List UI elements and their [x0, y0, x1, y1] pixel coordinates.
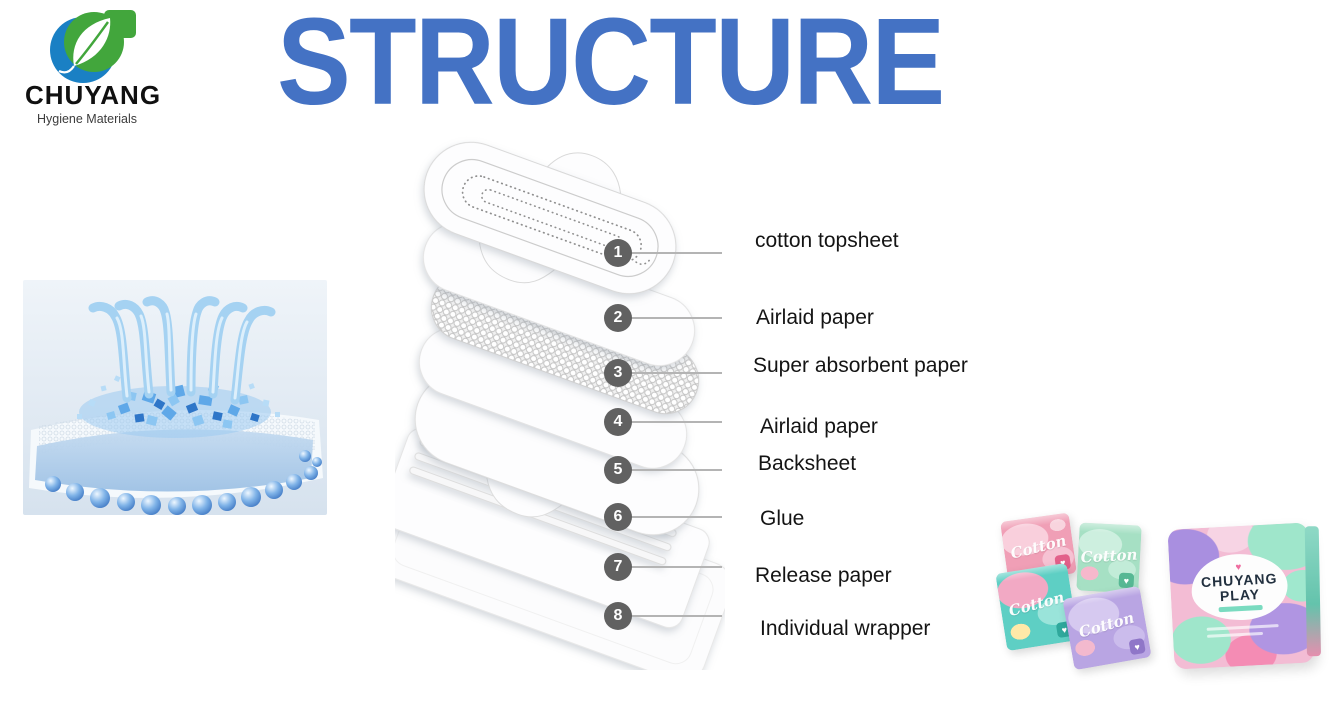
layer-badge-5: 5 — [604, 456, 632, 484]
layer-number: 7 — [613, 558, 623, 575]
layer-label-airlaid-paper-2: Airlaid paper — [760, 415, 878, 438]
pack-fold — [1079, 522, 1142, 535]
layer-number: 1 — [613, 244, 623, 261]
layer-label-individual-wrapper: Individual wrapper — [760, 617, 931, 640]
layer-badge-7: 7 — [604, 553, 632, 581]
liquid-streams — [88, 296, 276, 405]
layer-badge-8: 8 — [604, 602, 632, 630]
heart-icon: ♥ — [1128, 637, 1146, 656]
layer-number: 8 — [613, 607, 623, 624]
layer-number: 4 — [613, 413, 623, 430]
leader-line-5 — [620, 469, 722, 471]
pack-center-badge: ♥ CHUYANG PLAY — [1189, 551, 1290, 623]
pad-exploded-diagram — [395, 141, 725, 670]
layer-number: 3 — [613, 364, 623, 381]
brand-name: CHUYANG — [25, 80, 162, 110]
pack-fine-print — [1206, 624, 1280, 642]
layer-number: 2 — [613, 309, 623, 326]
leader-line-2 — [620, 317, 722, 319]
pack-side-gusset — [1304, 526, 1321, 657]
leader-line-3 — [620, 372, 722, 374]
leader-line-6 — [620, 516, 722, 518]
layer-badge-2: 2 — [604, 304, 632, 332]
chuyang-logo-icon — [50, 10, 136, 83]
product-pack-mint: Cotton ♥ — [1076, 522, 1142, 594]
leader-line-8 — [620, 615, 722, 617]
layer-label-cotton-topsheet: cotton topsheet — [755, 229, 899, 252]
brand-tagline: Hygiene Materials — [36, 112, 138, 126]
layer-badge-3: 3 — [604, 359, 632, 387]
product-pack-purple: Cotton ♥ — [1062, 585, 1152, 671]
pack-brand-line2: PLAY — [1219, 586, 1261, 605]
absorbency-demo-photo — [23, 280, 327, 515]
layer-badge-6: 6 — [604, 503, 632, 531]
layer-number: 5 — [613, 461, 623, 478]
layer-label-glue: Glue — [760, 507, 805, 530]
layer-badge-4: 4 — [604, 408, 632, 436]
layer-number: 6 — [613, 508, 623, 525]
leader-line-1 — [620, 252, 722, 254]
product-pack-large: ♥ CHUYANG PLAY — [1167, 522, 1321, 670]
pack-fold — [1000, 512, 1070, 532]
layer-label-super-absorbent: Super absorbent paper — [753, 354, 968, 377]
pack-brand-text: Cotton — [1080, 545, 1138, 567]
gel-beads — [45, 450, 322, 515]
layer-badge-1: 1 — [604, 239, 632, 267]
layer-label-backsheet: Backsheet — [758, 452, 857, 475]
layer-label-release-paper: Release paper — [755, 564, 892, 587]
leader-line-7 — [620, 566, 722, 568]
pack-accent-bar — [1218, 604, 1263, 613]
layer-label-airlaid-paper-1: Airlaid paper — [756, 306, 874, 329]
page-title: STRUCTURE — [277, 0, 945, 131]
leader-line-4 — [620, 421, 722, 423]
